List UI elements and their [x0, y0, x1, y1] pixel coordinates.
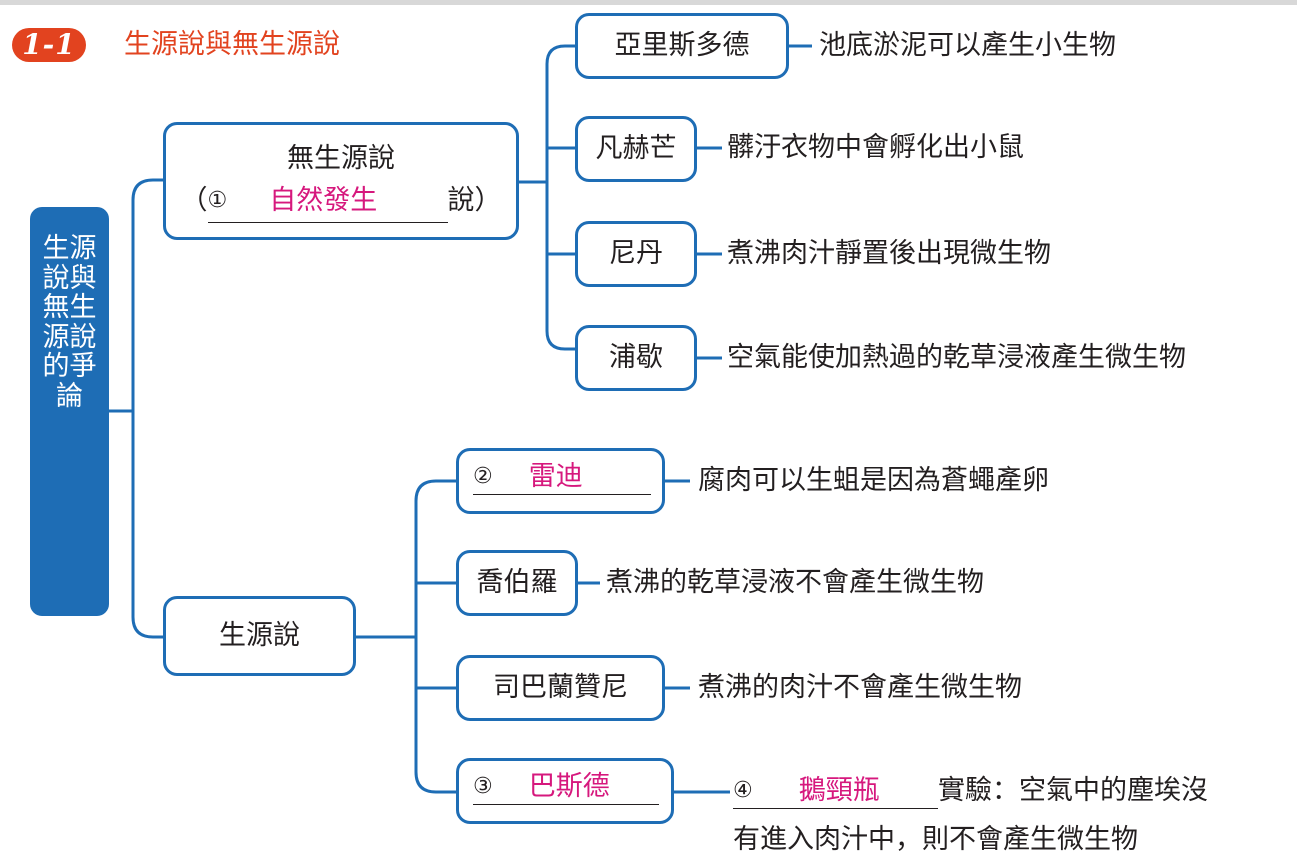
answer-text-4: 鵝頸瓶: [798, 775, 880, 806]
person-desc: 髒汙衣物中會孵化出小鼠: [727, 132, 1024, 163]
person-node-joblot: 喬伯羅: [456, 550, 578, 616]
top-divider: [0, 0, 1297, 5]
person-node-pasteur: ③ 巴斯德: [456, 758, 674, 824]
answer-blank-1: ① 自然發生: [207, 180, 448, 223]
answer-text-2: 雷迪: [528, 461, 583, 492]
suffix-text: 說）: [447, 185, 502, 216]
person-name: 司巴蘭贊尼: [493, 672, 628, 703]
connector-abio-ticks: [547, 146, 575, 256]
circled-number-1: ①: [207, 188, 228, 213]
pasteur-desc-line1: ④ 鵝頸瓶 實驗：空氣中的塵埃沒: [733, 774, 1208, 809]
person-name: 凡赫芒: [595, 133, 677, 164]
section-badge: 1-1: [12, 28, 86, 62]
person-desc: 煮沸的乾草浸液不會產生微生物: [606, 567, 984, 598]
person-name: 喬伯羅: [476, 567, 558, 598]
person-desc: 空氣能使加熱過的乾草浸液產生微生物: [727, 342, 1186, 373]
pasteur-desc-line2: 有進入肉汁中，則不會產生微生物: [733, 824, 1138, 855]
person-desc: 煮沸的肉汁不會產生微生物: [698, 672, 1022, 703]
person-desc: 煮沸肉汁靜置後出現微生物: [727, 238, 1051, 269]
person-desc: 池底淤泥可以產生小生物: [819, 30, 1116, 61]
answer-blank-4: ④ 鵝頸瓶: [733, 774, 938, 809]
biogenesis-node: 生源說: [163, 596, 356, 676]
person-node-needham: 尼丹: [575, 221, 697, 287]
circled-number-4: ④: [733, 778, 753, 803]
circled-number-2: ②: [473, 464, 493, 489]
person-desc: 腐肉可以生蛆是因為蒼蠅產卵: [698, 465, 1049, 496]
abiogenesis-node: 無生源說 （① 自然發生 說）: [163, 122, 519, 240]
biogenesis-title: 生源說: [219, 620, 300, 651]
person-node-pouchet: 浦歇: [575, 325, 697, 391]
connector-bio-spine: [414, 479, 456, 794]
person-name: 浦歇: [609, 342, 663, 373]
person-name: 亞里斯多德: [614, 30, 750, 61]
circled-number-3: ③: [473, 774, 493, 799]
person-node-aristotle: 亞里斯多德: [575, 13, 789, 79]
person-name: 尼丹: [609, 238, 663, 269]
paren-open: （: [180, 185, 208, 216]
connector-abio-spine: [545, 44, 575, 351]
answer-blank-2: ② 雷迪: [473, 460, 651, 495]
pasteur-desc-rest: 實驗：空氣中的塵埃沒: [938, 775, 1208, 806]
root-node: 生源說與無生源說的爭論: [30, 207, 109, 616]
section-title: 生源說與無生源說: [124, 29, 340, 60]
connector-bio-ticks: [416, 581, 456, 690]
person-node-van-helmont: 凡赫芒: [575, 116, 697, 182]
abiogenesis-blank-row: （① 自然發生 說）: [166, 180, 516, 223]
abiogenesis-title: 無生源說: [287, 143, 395, 174]
person-node-redi: ② 雷迪: [456, 448, 665, 514]
answer-blank-3: ③ 巴斯德: [473, 770, 659, 805]
answer-text-1: 自然發生: [269, 185, 378, 216]
connector-root-spine: [131, 178, 163, 639]
answer-text-3: 巴斯德: [528, 771, 610, 802]
person-node-spallanzani: 司巴蘭贊尼: [456, 655, 665, 721]
